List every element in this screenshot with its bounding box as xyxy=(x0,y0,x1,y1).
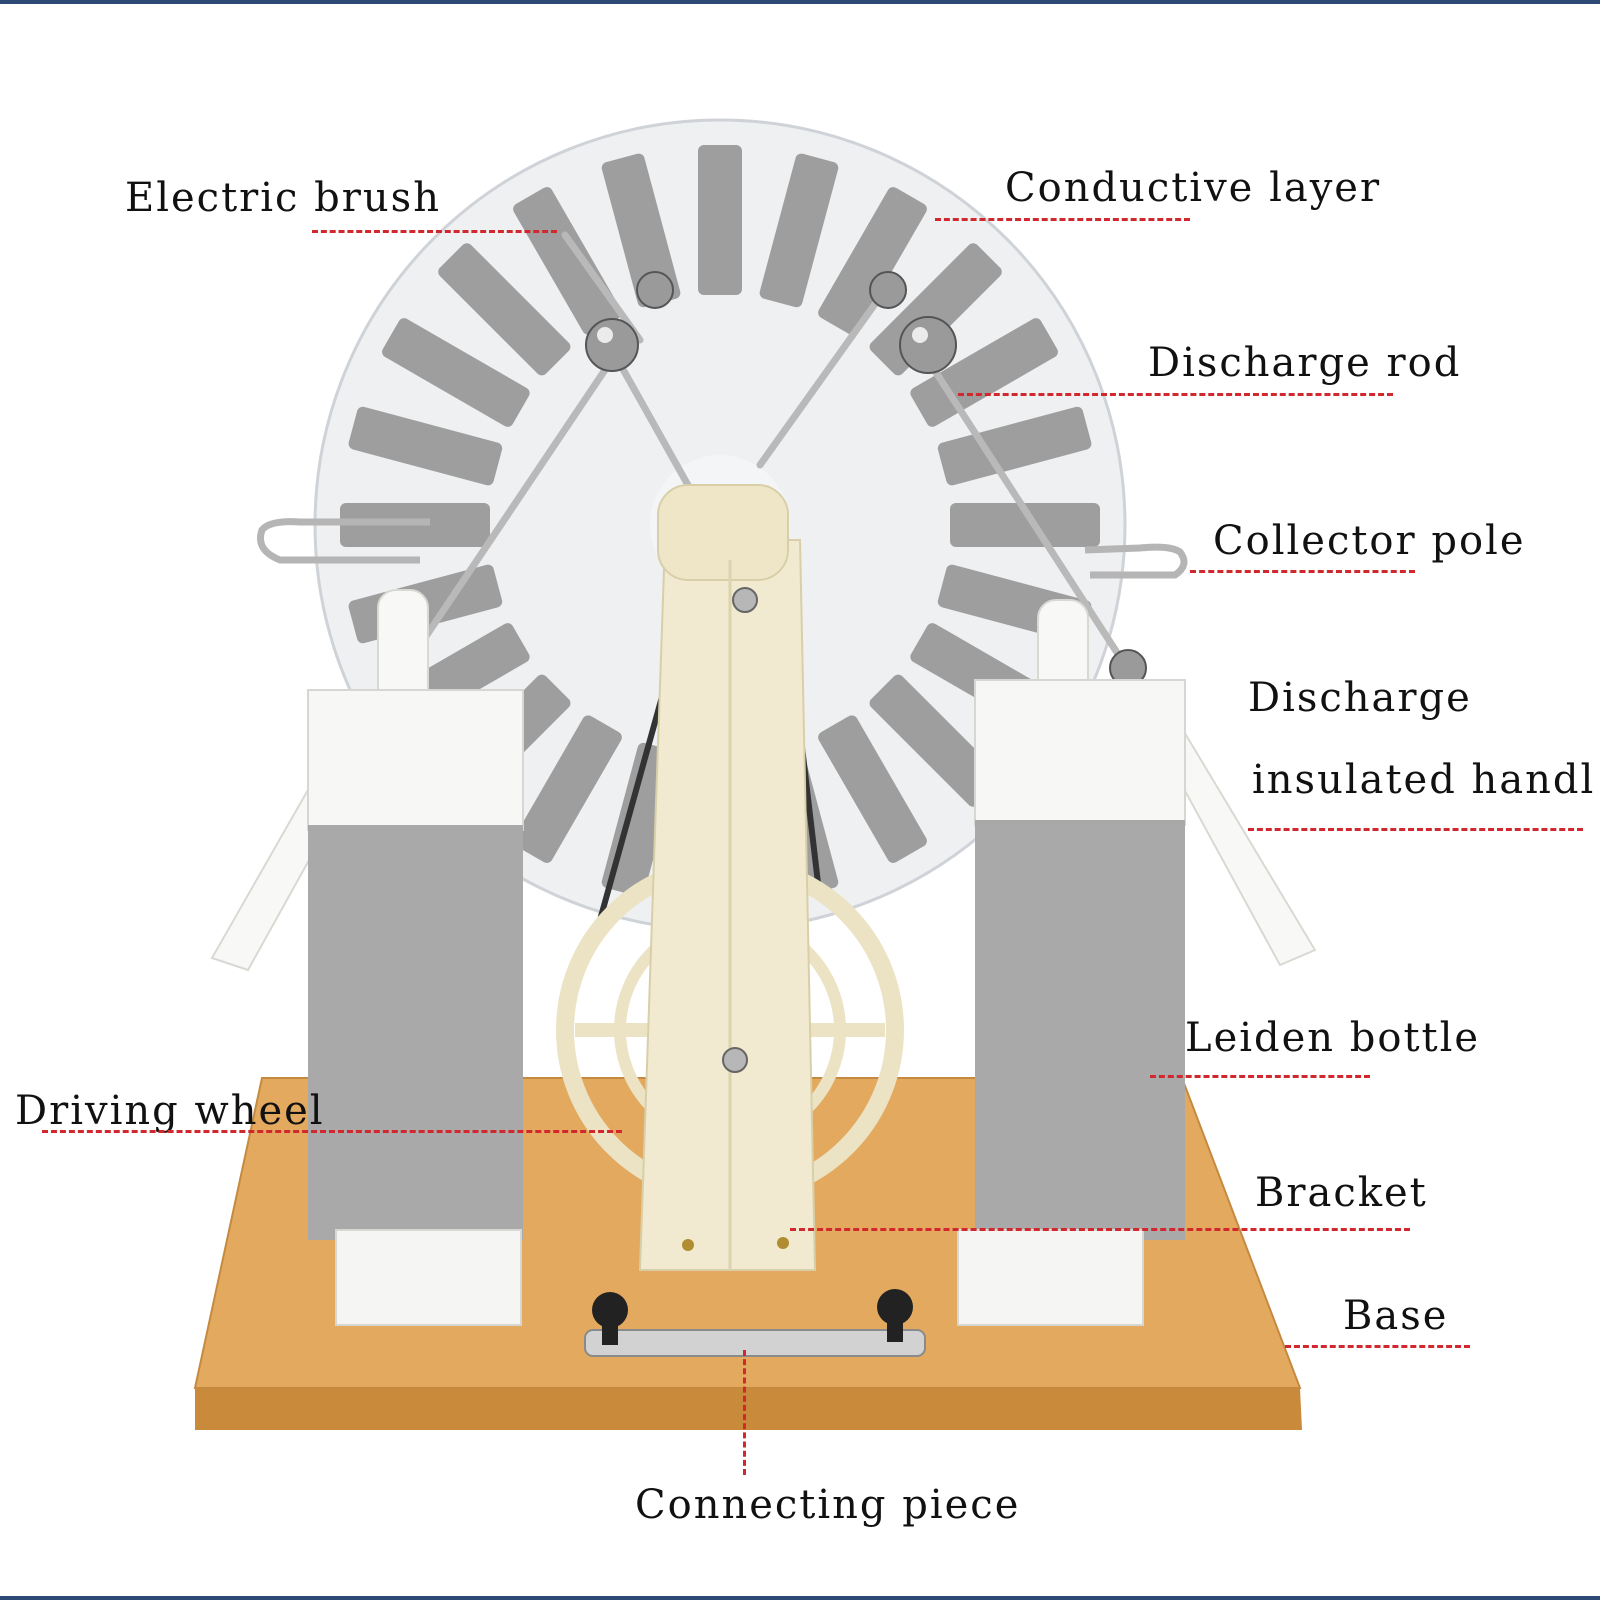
connecting-piece xyxy=(584,1289,926,1357)
leader-base xyxy=(1285,1345,1470,1348)
conductive-sector xyxy=(818,715,927,863)
label-bracket: Bracket xyxy=(1255,1170,1428,1216)
label-discharge-line2: insulated handl xyxy=(1252,757,1596,803)
leader-leiden-bottle xyxy=(1150,1075,1370,1078)
leiden-jar-left xyxy=(307,689,524,1326)
conductive-sector xyxy=(818,187,927,335)
label-base: Base xyxy=(1343,1293,1449,1339)
leader-electric-brush xyxy=(312,230,557,233)
conductive-sector xyxy=(698,145,742,295)
conductive-sector xyxy=(910,318,1058,427)
label-electric-brush: Electric brush xyxy=(125,175,441,221)
conductive-sectors xyxy=(340,145,1100,905)
conductive-sector xyxy=(513,187,622,335)
conductive-sector xyxy=(869,674,1002,807)
conductive-sector xyxy=(950,503,1100,547)
leader-collector-pole xyxy=(1190,570,1415,573)
leader-discharge-rod xyxy=(958,393,1393,396)
bracket xyxy=(638,484,817,1271)
leader-bracket xyxy=(790,1228,1410,1231)
label-connecting-piece: Connecting piece xyxy=(635,1482,1021,1528)
label-driving-wheel: Driving wheel xyxy=(15,1088,325,1134)
conductive-sector xyxy=(438,243,571,376)
conductive-sector xyxy=(348,406,503,486)
conductive-sector xyxy=(759,153,839,308)
leader-driving-wheel xyxy=(42,1130,622,1133)
bottom-border xyxy=(0,1596,1600,1600)
top-border xyxy=(0,0,1600,4)
conductive-sector xyxy=(513,715,622,863)
conductive-sector xyxy=(601,153,681,308)
label-leiden-bottle: Leiden bottle xyxy=(1185,1015,1481,1061)
label-discharge-rod: Discharge rod xyxy=(1148,340,1462,386)
leader-discharge-handle xyxy=(1248,828,1583,831)
label-conductive-layer: Conductive layer xyxy=(1005,165,1382,211)
conductive-sector xyxy=(382,318,530,427)
label-discharge-line1: Discharge xyxy=(1248,675,1472,721)
conductive-sector xyxy=(937,406,1092,486)
leader-connecting-piece xyxy=(743,1350,746,1475)
discharge-balls xyxy=(386,271,1147,687)
label-collector-pole: Collector pole xyxy=(1213,518,1526,564)
leader-conductive-layer xyxy=(935,218,1190,221)
leiden-jar-right xyxy=(957,679,1186,1326)
collector-hooks xyxy=(257,518,1188,579)
